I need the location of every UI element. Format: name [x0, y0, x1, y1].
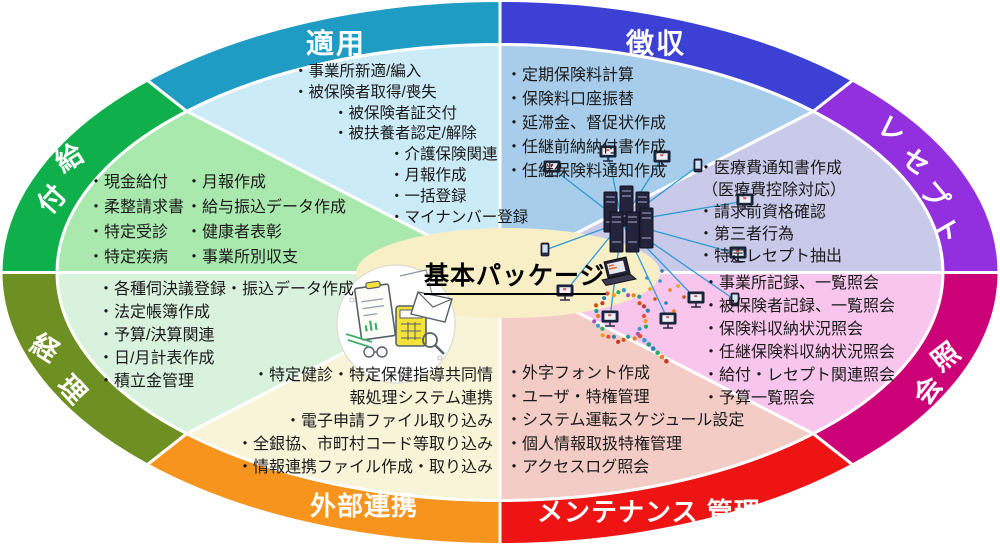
feature-list-kyufu-col1: ・現金給付・柔整請求書・特定受診・特定疾病 [88, 170, 184, 270]
list-item: ・積立金管理 [98, 373, 195, 390]
list-item: ・月報作成 [186, 174, 267, 191]
feature-list-kyufu-col2: ・月報作成・給与振込データ作成・健康者表彰・事業所別収支 [186, 170, 346, 270]
list-item: ・月報作成 [389, 166, 467, 184]
list-item: ・システム運転スケジュール設定 [506, 412, 745, 429]
list-item: ・給付・レセプト関連照会 [703, 367, 896, 384]
segment-label-choshu: 徴収 [626, 28, 687, 59]
segment-label-gaibu: 外部連携 [310, 491, 419, 521]
list-item: ・事業所別収支 [186, 249, 299, 266]
list-item: ・事業所記録、一覧照会 [703, 275, 880, 292]
list-item: ・予算/決算関連 [98, 327, 215, 344]
list-item: ・特定疾病 [88, 249, 169, 266]
list-item: ・全銀協、市町村コード等取り込み [236, 436, 493, 453]
list-item: ・各種伺決議登録・振込データ作成 [98, 281, 355, 298]
list-item: ・マイナンバー登録 [389, 208, 529, 226]
feature-list-maintenance: ・外字フォント作成・ユーザ・特権管理・システム運転スケジュール設定・個人情報取扱… [506, 362, 744, 480]
list-item: ・法定帳簿作成 [98, 304, 211, 321]
dotted-magnifier-illustration [592, 269, 686, 364]
segment-label-tekiyou: 適用 [306, 28, 367, 59]
feature-list-keiri: ・各種伺決議登録・振込データ作成・法定帳簿作成・予算/決算関連・日/月計表作成・… [98, 278, 354, 393]
list-item: ・現金給付 [88, 174, 169, 191]
list-item: ・医療費通知書作成 [698, 160, 843, 177]
list-item: 報処理システム連携 [349, 390, 493, 407]
list-item: ・柔整請求書 [88, 199, 185, 216]
list-item: ・日/月計表作成 [98, 350, 215, 367]
feature-list-choshu: ・定期保険料計算・保険料口座振替・延滞金、督促状作成・任継前納納付書作成・任継保… [506, 64, 666, 184]
list-item: ・特定受診 [88, 224, 169, 241]
list-item: ・被保険者証交付 [333, 104, 458, 122]
band-shokai [811, 271, 1000, 467]
list-item: ・定期保険料計算 [506, 67, 635, 84]
list-item: ・保険料口座振替 [506, 91, 635, 108]
list-item: ・請求前資格確認 [698, 204, 827, 221]
segment-label-maintenance: メンテナンス 管理 [537, 497, 761, 527]
center-package-label: 基本パッケージ [424, 256, 606, 295]
list-item: ・任継保険料通知作成 [506, 163, 667, 180]
list-item: （医療費控除対応） [702, 182, 847, 199]
list-item: ・事業所新適/編入 [293, 63, 422, 80]
list-item: ・アクセスログ照会 [506, 459, 650, 476]
list-item: ・給与振込データ作成 [186, 199, 347, 216]
list-item: ・延滞金、督促状作成 [506, 115, 667, 132]
laptop-icon [601, 256, 638, 287]
list-item: ・任継保険料収納状況照会 [703, 344, 896, 361]
list-item: ・一括登録 [389, 187, 467, 205]
list-item: ・予算一覧照会 [703, 390, 816, 407]
list-item: ・第三者行為 [698, 226, 795, 243]
list-item: ・保険料収納状況照会 [703, 321, 864, 338]
list-item: ・被保険者取得/喪失 [293, 83, 437, 101]
list-item: ・個人情報取扱特権管理 [506, 435, 683, 453]
list-item: ・被保険者記録、一覧照会 [703, 298, 896, 315]
feature-list-tekiyou: ・事業所新適/編入・被保険者取得/喪失・被保険者証交付・被扶養者認定/解除・介護… [293, 62, 528, 228]
list-item: ・任継前納納付書作成 [506, 139, 667, 156]
list-item: ・電子申請ファイル取り込み [284, 413, 493, 430]
list-item: ・情報連携ファイル作成・取り込み [236, 459, 493, 476]
list-item: ・被扶養者認定/解除 [333, 125, 477, 143]
list-item: ・特定健診・特定保健指導共同情 [252, 367, 493, 384]
list-item: ・介護保険関連 [389, 146, 498, 164]
network-illustration [540, 145, 754, 329]
feature-list-shokai: ・事業所記録、一覧照会・被保険者記録、一覧照会・保険料収納状況照会・任継保険料収… [703, 272, 895, 410]
list-item: ・特定レセプト抽出 [698, 248, 843, 265]
feature-list-gaibu: ・特定健診・特定保健指導共同情報処理システム連携・電子申請ファイル取り込み・全銀… [205, 364, 493, 479]
list-item: ・ユーザ・特権管理 [506, 388, 650, 406]
feature-list-receipt: ・医療費通知書作成 （医療費控除対応） ・請求前資格確認・第三者行為・特定レセプト抽… [698, 158, 846, 268]
list-item: ・健康者表彰 [186, 224, 283, 241]
list-item: ・外字フォント作成 [506, 365, 651, 382]
